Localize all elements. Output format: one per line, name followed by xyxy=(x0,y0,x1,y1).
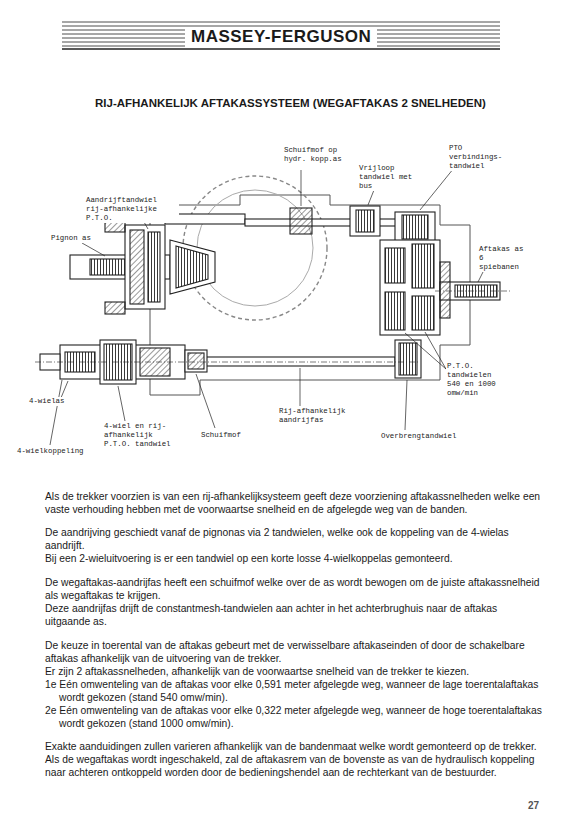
page-title: RIJ-AFHANKELIJK AFTAKASSYSTEEM (WEGAFTAK… xyxy=(95,97,486,109)
body-paragraph: 2e Eén omwenteling van de aftakas voor e… xyxy=(45,704,545,730)
part-label: Rij-afhankelijk aandrijfas xyxy=(278,407,352,425)
part-label: Schuifmof xyxy=(200,431,242,440)
part-label: 4-wielas xyxy=(28,397,65,406)
body-paragraph: De aandrijving geschiedt vanaf de pignon… xyxy=(45,526,545,552)
body-paragraph: Als de wegaftakas wordt ingeschakeld, za… xyxy=(45,753,545,779)
leader-lines xyxy=(50,163,486,445)
body-paragraph: De keuze in toerental van de aftakas geb… xyxy=(45,639,545,665)
body-text: Als de trekker voorzien is van een rij-a… xyxy=(45,490,545,779)
part-label: Pignon as xyxy=(50,234,92,243)
part-label: Vrijloop tandwiel met bus xyxy=(358,164,420,191)
upper-shaft xyxy=(165,206,435,242)
part-label: Aftakas as 6 spiebanen xyxy=(478,245,525,272)
part-label: Schuifmof op hydr. kopp.as xyxy=(283,146,347,164)
lower-shaft-assembly xyxy=(35,340,421,384)
body-paragraph: Bij een 2-wieluitvoering is er een tandw… xyxy=(45,552,545,565)
page-number: 27 xyxy=(528,800,539,811)
body-paragraph: Er zijn 2 aftakassnelheden, afhankelijk … xyxy=(45,665,545,678)
body-paragraph: Deze aandrijfas drijft de constantmesh-t… xyxy=(45,602,545,628)
part-label: 4-wiel en rij-afhankelijk P.T.O. tandwie… xyxy=(103,422,177,449)
body-paragraph: De wegaftakas-aandrijfas heeft een schui… xyxy=(45,576,545,602)
body-paragraph: 1e Eén omwenteling van de aftakas voor e… xyxy=(45,678,545,704)
body-paragraph: Als de trekker voorzien is van een rij-a… xyxy=(45,490,545,516)
part-label: 4-wielkoppeling xyxy=(16,447,85,456)
part-label: Overbrengtandwiel xyxy=(380,432,457,441)
body-paragraph: Exakte aanduidingen zullen varieren afha… xyxy=(45,740,545,753)
brand-header: MASSEY-FERGUSON xyxy=(185,27,377,47)
part-label: P.T.O. tandwielen 540 en 1000 omw/min xyxy=(446,362,510,398)
part-label: Aandrijftandwiel rij-afhankelijke P.T.O. xyxy=(85,196,179,223)
header-rules xyxy=(62,22,500,49)
part-label: PTO verbindings- tandwiel xyxy=(448,144,512,171)
